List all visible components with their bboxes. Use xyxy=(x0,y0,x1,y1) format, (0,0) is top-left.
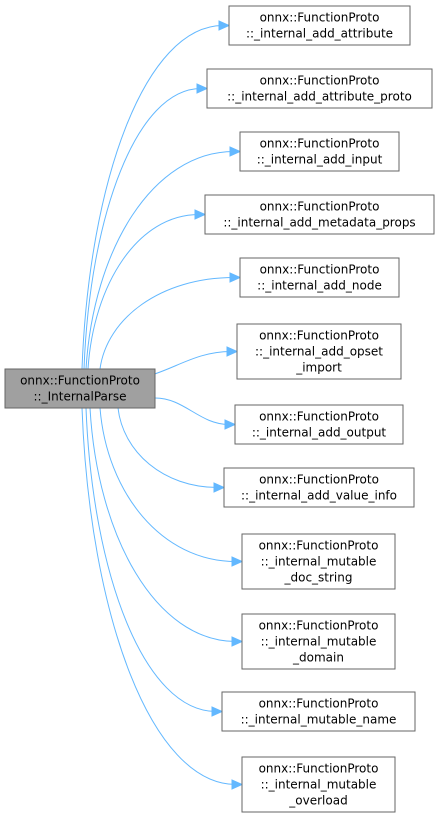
call-edge-add_metadata_props xyxy=(87,209,207,370)
node-add-attribute-proto[interactable]: onnx::FunctionProto::_internal_add_attri… xyxy=(206,68,433,109)
node-mutable-domain[interactable]: onnx::FunctionProto::_internal_mutable_d… xyxy=(241,613,396,670)
call-edge-mutable_doc_string xyxy=(99,407,244,567)
node-label-line: ::_InternalParse xyxy=(34,390,127,404)
node-box xyxy=(239,257,400,298)
call-edge-add_input xyxy=(85,146,242,370)
node-label-line: ::_internal_mutable xyxy=(261,635,377,649)
node-label-line: ::_internal_add_value_info xyxy=(241,489,397,503)
node-add-value-info[interactable]: onnx::FunctionProto::_internal_add_value… xyxy=(223,467,415,508)
node-label-line: onnx::FunctionProto xyxy=(259,619,379,633)
node-label-line: onnx::FunctionProto xyxy=(20,374,140,388)
node-label-line: onnx::FunctionProto xyxy=(259,762,379,776)
node-label-line: _domain xyxy=(292,651,344,665)
node-add-input[interactable]: onnx::FunctionProto::_internal_add_input xyxy=(239,131,400,172)
node-label-line: onnx::FunctionProto xyxy=(260,11,380,25)
call-edge-mutable_name xyxy=(85,407,224,717)
node-label-line: ::_internal_mutable_name xyxy=(241,713,397,727)
node-mutable-overload[interactable]: onnx::FunctionProto::_internal_mutable_o… xyxy=(241,756,396,813)
arrowhead xyxy=(226,346,239,357)
node-box xyxy=(204,194,435,235)
node-add-node[interactable]: onnx::FunctionProto::_internal_add_node xyxy=(239,257,400,298)
node-label-line: _overload xyxy=(288,794,347,808)
node-mutable-doc-string[interactable]: onnx::FunctionProto::_internal_mutable_d… xyxy=(241,533,396,590)
arrowhead xyxy=(211,706,224,717)
node-label-line: onnx::FunctionProto xyxy=(259,697,379,711)
node-label-line: ::_internal_add_opset xyxy=(255,345,383,359)
node-label-line: ::_internal_add_input xyxy=(257,153,383,167)
node-label-line: ::_internal_mutable xyxy=(261,555,377,569)
arrowhead xyxy=(224,419,237,430)
node-label-line: ::_internal_add_node xyxy=(257,279,382,293)
node-add-output[interactable]: onnx::FunctionProto::_internal_add_outpu… xyxy=(234,404,404,445)
node-add-attribute[interactable]: onnx::FunctionProto::_internal_add_attri… xyxy=(228,5,411,46)
node-box xyxy=(241,756,396,813)
arrowhead xyxy=(213,482,226,493)
call-edge-add_output xyxy=(154,397,237,430)
arrowhead xyxy=(194,209,207,220)
edges-layer xyxy=(81,20,244,790)
node-label-line: ::_internal_mutable xyxy=(261,778,377,792)
node-label-line: ::_internal_add_metadata_props xyxy=(223,216,415,230)
node-label-line: onnx::FunctionProto xyxy=(259,329,379,343)
arrowhead xyxy=(231,636,244,647)
call-edge-add_value_info xyxy=(117,407,226,493)
arrowhead xyxy=(229,146,242,157)
node-label-line: ::_internal_add_attribute xyxy=(246,27,393,41)
call-edge-add_node xyxy=(99,272,242,370)
arrowhead xyxy=(231,779,244,790)
node-box xyxy=(206,68,433,109)
node-add-metadata-props[interactable]: onnx::FunctionProto::_internal_add_metad… xyxy=(204,194,435,235)
arrowhead xyxy=(229,272,242,283)
node-internal-parse[interactable]: onnx::FunctionProto::_InternalParse xyxy=(4,368,156,409)
node-box xyxy=(234,404,404,445)
nodes-layer: onnx::FunctionProto::_InternalParseonnx:… xyxy=(4,5,435,813)
node-label-line: onnx::FunctionProto xyxy=(260,200,380,214)
node-label-line: onnx::FunctionProto xyxy=(259,473,379,487)
node-label-line: _import xyxy=(295,361,342,375)
arrowhead xyxy=(196,83,209,94)
arrowhead xyxy=(218,20,231,31)
node-box xyxy=(4,368,156,409)
node-box xyxy=(228,5,411,46)
node-label-line: onnx::FunctionProto xyxy=(260,74,380,88)
node-label-line: onnx::FunctionProto xyxy=(259,539,379,553)
node-label-line: onnx::FunctionProto xyxy=(260,263,380,277)
call-edge-add_attribute xyxy=(81,20,231,370)
node-label-line: _doc_string xyxy=(283,571,352,585)
node-box xyxy=(223,467,415,508)
node-add-opset-import[interactable]: onnx::FunctionProto::_internal_add_opset… xyxy=(236,323,402,380)
node-label-line: ::_internal_add_output xyxy=(252,426,387,440)
node-label-line: onnx::FunctionProto xyxy=(259,410,379,424)
node-label-line: onnx::FunctionProto xyxy=(260,137,380,151)
call-edge-mutable_domain xyxy=(89,407,244,647)
node-box xyxy=(239,131,400,172)
call-edge-mutable_overload xyxy=(81,407,244,790)
node-box xyxy=(236,323,402,380)
node-box xyxy=(221,691,416,732)
call-edge-add_attribute_proto xyxy=(83,83,209,370)
node-box xyxy=(241,533,396,590)
node-box xyxy=(241,613,396,670)
node-label-line: ::_internal_add_attribute_proto xyxy=(227,90,412,104)
arrowhead xyxy=(231,556,244,567)
node-mutable-name[interactable]: onnx::FunctionProto::_internal_mutable_n… xyxy=(221,691,416,732)
